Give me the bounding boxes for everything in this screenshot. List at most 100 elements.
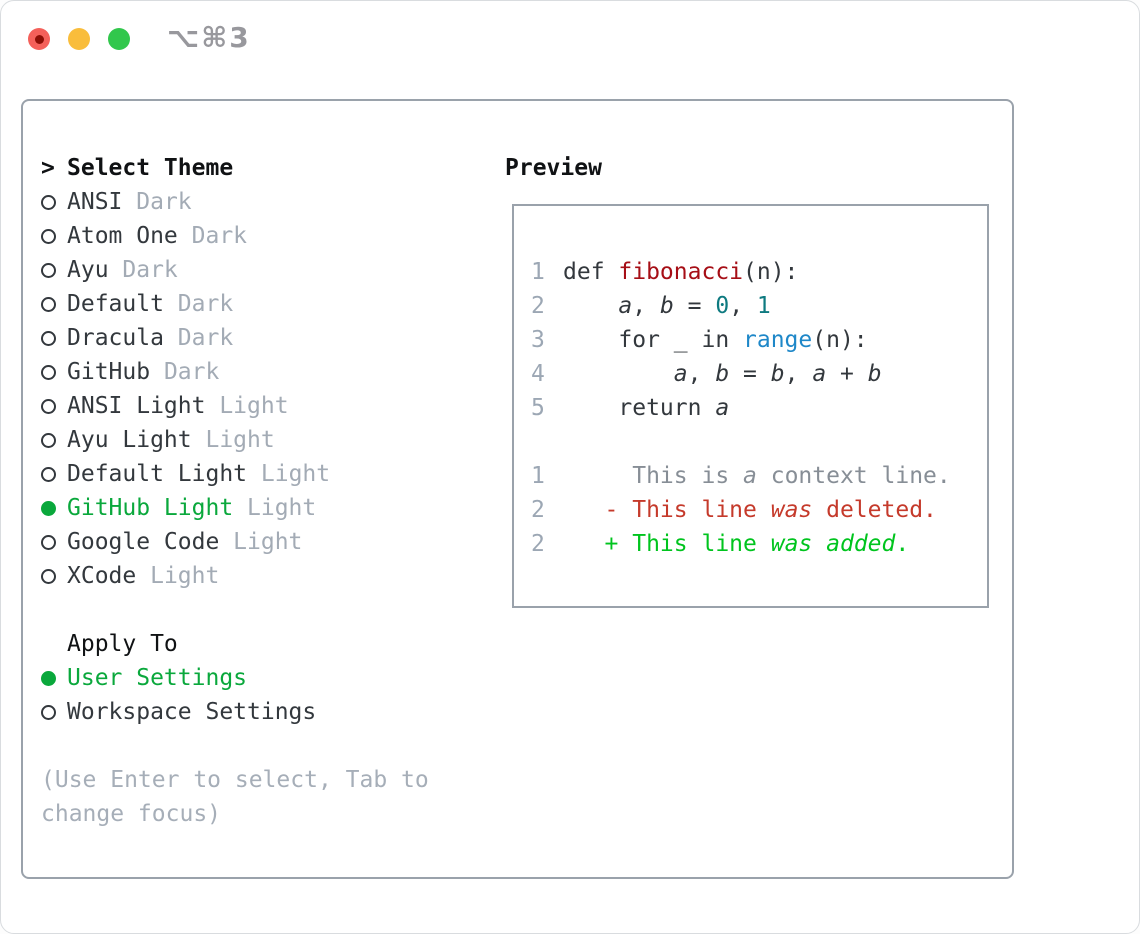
- code-token: a: [673, 361, 688, 387]
- code-token: +: [826, 361, 868, 387]
- line-number: 4: [531, 361, 545, 387]
- code-token: + This line: [563, 531, 771, 557]
- variant-tag: Light: [233, 529, 303, 555]
- theme-option-ayu[interactable]: Ayu Dark: [41, 253, 501, 287]
- variant-tag: Light: [219, 393, 289, 419]
- code-token: b: [770, 361, 785, 387]
- code-line: 4 a, b = b, a + b: [531, 357, 977, 391]
- code-token: 1: [756, 293, 771, 319]
- code-token: was: [770, 497, 813, 523]
- theme-option-atom-one[interactable]: Atom One Dark: [41, 219, 501, 253]
- option-label: Default: [67, 291, 178, 317]
- option-label: Ayu Light: [67, 427, 206, 453]
- line-number: 2: [531, 293, 545, 319]
- code-token: was: [770, 531, 813, 557]
- radio-icon: [41, 432, 67, 448]
- close-button[interactable]: [28, 28, 50, 50]
- radio-circle: [41, 500, 56, 516]
- radio-selected-icon: [41, 500, 67, 516]
- code-token: .: [895, 531, 910, 557]
- radio-icon: [41, 296, 67, 312]
- theme-option-google-code[interactable]: Google Code Light: [41, 525, 501, 559]
- radio-icon: [41, 398, 67, 414]
- code-token: added: [826, 531, 896, 557]
- code-token: return: [563, 395, 716, 421]
- zoom-button[interactable]: [108, 28, 130, 50]
- code-line: 2 - This line was deleted.: [531, 493, 977, 527]
- radio-circle: [41, 398, 56, 414]
- radio-icon: [41, 568, 67, 584]
- code-token: ,: [784, 361, 813, 387]
- theme-option-github-light[interactable]: GitHub Light Light: [41, 491, 501, 525]
- theme-option-default-light[interactable]: Default Light Light: [41, 457, 501, 491]
- theme-option-xcode[interactable]: XCode Light: [41, 559, 501, 593]
- line-number: 3: [531, 327, 545, 353]
- code-token: ,: [729, 293, 757, 319]
- variant-tag: Light: [260, 461, 331, 487]
- hint-line-2: change focus): [41, 801, 222, 827]
- code-token: - This line: [563, 497, 771, 523]
- radio-circle: [41, 432, 56, 448]
- spacer-row: [41, 729, 501, 763]
- radio-circle: [41, 534, 56, 550]
- code-token: def: [563, 259, 619, 285]
- code-token: (n):: [812, 327, 868, 353]
- code-token: [812, 531, 826, 557]
- radio-icon: [41, 364, 67, 380]
- line-number: 2: [531, 497, 545, 523]
- option-label: GitHub Light: [67, 495, 248, 521]
- radio-circle: [41, 364, 56, 380]
- code-token: a: [743, 463, 757, 489]
- minimize-button[interactable]: [68, 28, 90, 50]
- variant-tag: Dark: [191, 223, 248, 249]
- option-label: Dracula: [67, 325, 178, 351]
- theme-option-default[interactable]: Default Dark: [41, 287, 501, 321]
- variant-tag: Dark: [177, 291, 234, 317]
- code-token: b: [867, 361, 882, 387]
- code-token: a: [618, 293, 633, 319]
- code-token: a: [715, 395, 730, 421]
- option-label: ANSI: [67, 189, 137, 215]
- radio-circle: [41, 228, 56, 244]
- radio-circle: [41, 330, 56, 346]
- window-title: ⌥⌘3: [167, 21, 251, 54]
- option-label: ANSI Light: [67, 393, 220, 419]
- option-label: XCode: [67, 563, 151, 589]
- apply-to-label: Apply To: [67, 631, 178, 657]
- theme-option-ansi-light[interactable]: ANSI Light Light: [41, 389, 501, 423]
- option-label: Default Light: [67, 461, 261, 487]
- theme-option-github[interactable]: GitHub Dark: [41, 355, 501, 389]
- radio-icon: [41, 262, 67, 278]
- code-token: This is: [563, 463, 744, 489]
- radio-circle: [41, 704, 56, 720]
- code-token: deleted.: [812, 497, 937, 523]
- code-token: ,: [687, 361, 716, 387]
- apply-option-workspace-settings[interactable]: Workspace Settings: [41, 695, 501, 729]
- code-token: (n):: [743, 259, 799, 285]
- theme-option-ayu-light[interactable]: Ayu Light Light: [41, 423, 501, 457]
- theme-option-ansi[interactable]: ANSI Dark: [41, 185, 501, 219]
- radio-icon: [41, 194, 67, 210]
- option-label: Atom One: [67, 223, 192, 249]
- apply-option-user-settings[interactable]: User Settings: [41, 661, 501, 695]
- variant-tag: Dark: [163, 359, 220, 385]
- code-token: [563, 361, 674, 387]
- select-theme-header: >Select Theme: [41, 151, 501, 185]
- option-label: Google Code: [67, 529, 234, 555]
- code-token: context line.: [756, 463, 951, 489]
- code-token: =: [673, 293, 716, 319]
- radio-icon: [41, 534, 67, 550]
- code-line: 3 for _ in range(n):: [531, 323, 977, 357]
- code-token: for _ in: [563, 327, 744, 353]
- code-line: 2 a, b = 0, 1: [531, 289, 977, 323]
- line-number: 2: [531, 531, 545, 557]
- line-number: 1: [531, 463, 545, 489]
- theme-option-dracula[interactable]: Dracula Dark: [41, 321, 501, 355]
- radio-icon: [41, 330, 67, 346]
- code-token: 0: [715, 293, 730, 319]
